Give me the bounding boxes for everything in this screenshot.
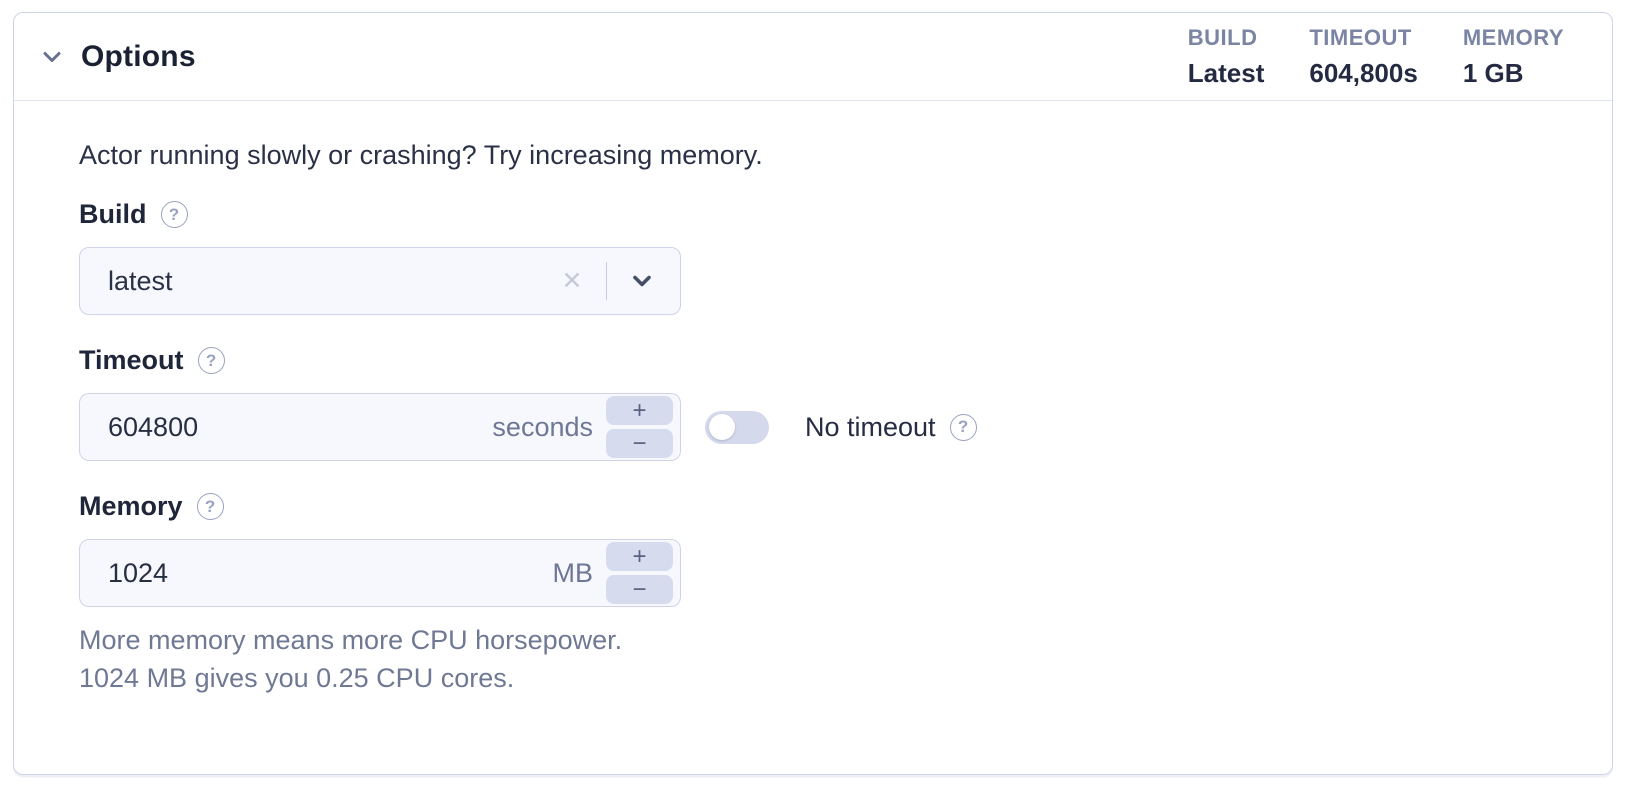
timeout-input-box: seconds + − (79, 393, 681, 461)
no-timeout-help-icon[interactable]: ? (949, 413, 977, 441)
no-timeout-label: No timeout (805, 411, 936, 442)
timeout-label: Timeout (79, 345, 184, 375)
options-header-left: Options (36, 40, 196, 74)
memory-hint-line1: More memory means more CPU horsepower. (79, 625, 623, 655)
intro-text: Actor running slowly or crashing? Try in… (79, 140, 763, 170)
build-select[interactable]: latest ✕ (79, 247, 681, 315)
build-select-value: latest (108, 265, 173, 296)
chevron-down-icon[interactable] (626, 265, 658, 297)
summary-timeout-label: TIMEOUT (1309, 24, 1412, 50)
options-section-header[interactable]: Options BUILD Latest TIMEOUT 604,800s ME… (14, 13, 1612, 101)
memory-help-icon[interactable]: ? (196, 493, 224, 520)
memory-field-label-row: Memory ? (79, 491, 1547, 522)
memory-increment-button[interactable]: + (606, 542, 673, 571)
options-summary: BUILD Latest TIMEOUT 604,800s MEMORY 1 G… (1188, 25, 1564, 89)
toggle-knob (709, 414, 735, 440)
timeout-decrement-button[interactable]: − (606, 429, 673, 458)
summary-memory: MEMORY 1 GB (1463, 25, 1564, 89)
build-label: Build (79, 199, 147, 229)
summary-timeout: TIMEOUT 604,800s (1309, 25, 1417, 89)
memory-hints: More memory means more CPU horsepower. 1… (79, 621, 1547, 697)
memory-label: Memory (79, 491, 183, 521)
summary-build-label: BUILD (1187, 24, 1258, 50)
timeout-increment-button[interactable]: + (606, 396, 673, 425)
build-field-label-row: Build ? (79, 199, 1547, 230)
memory-hint-line2: 1024 MB gives you 0.25 CPU cores. (79, 663, 515, 693)
memory-stepper: + − (606, 542, 673, 604)
section-title: Options (81, 39, 196, 73)
timeout-input[interactable] (80, 394, 493, 460)
options-panel: Options BUILD Latest TIMEOUT 604,800s ME… (13, 12, 1613, 775)
memory-input-box: MB + − (79, 539, 681, 607)
summary-build-value: Latest (1187, 57, 1265, 88)
build-field: Build ? latest ✕ (79, 199, 1547, 315)
timeout-field-label-row: Timeout ? (79, 345, 1547, 376)
timeout-unit: seconds (492, 411, 593, 442)
memory-unit: MB (552, 557, 594, 588)
timeout-row: seconds + − No timeout ? (79, 393, 1547, 461)
select-divider (605, 262, 607, 300)
options-body: Actor running slowly or crashing? Try in… (14, 101, 1612, 697)
summary-memory-label: MEMORY (1462, 24, 1564, 50)
timeout-field: Timeout ? seconds + − No timeout ? (79, 345, 1547, 461)
summary-memory-value: 1 GB (1462, 57, 1524, 88)
summary-timeout-value: 604,800s (1309, 57, 1418, 88)
build-help-icon[interactable]: ? (160, 201, 188, 228)
memory-decrement-button[interactable]: − (606, 575, 673, 604)
chevron-down-icon[interactable] (36, 41, 68, 73)
timeout-stepper: + − (606, 396, 673, 458)
memory-field: Memory ? MB + − More memory means more C… (79, 491, 1547, 697)
no-timeout-toggle[interactable] (705, 410, 769, 444)
summary-build: BUILD Latest (1188, 25, 1265, 89)
memory-input[interactable] (80, 540, 553, 606)
clear-icon[interactable]: ✕ (561, 267, 583, 295)
timeout-help-icon[interactable]: ? (197, 347, 225, 374)
